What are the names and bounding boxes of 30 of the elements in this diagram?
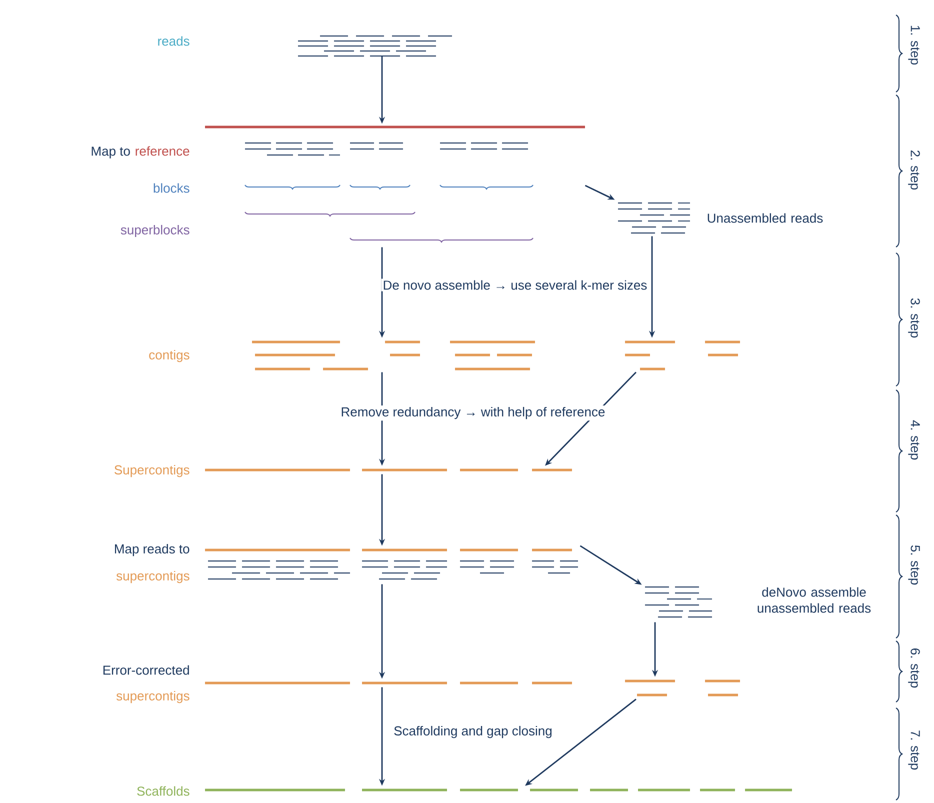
sequence-drawing bbox=[252, 340, 535, 370]
step-label: 2. step bbox=[908, 150, 920, 190]
row-label: supercontigs bbox=[116, 570, 190, 584]
sequence-drawing bbox=[205, 468, 572, 472]
sequence-drawing bbox=[205, 548, 578, 580]
step-label: 5. step bbox=[908, 545, 920, 585]
sequence-drawing bbox=[618, 202, 690, 234]
row-label: supercontigs bbox=[116, 690, 190, 704]
step-label: 6. step bbox=[908, 648, 920, 688]
row-label: superblocks bbox=[120, 224, 190, 238]
step-label: 3. step bbox=[908, 298, 920, 338]
sequence-drawing bbox=[644, 586, 712, 618]
sequence-drawing bbox=[298, 36, 452, 56]
sequence-drawing bbox=[625, 340, 740, 370]
row-label: blocks bbox=[154, 183, 190, 193]
step-label: 4. step bbox=[908, 420, 920, 460]
step-label: 1. step bbox=[908, 26, 920, 65]
node-label: deNovo assemble unassembled reads bbox=[758, 587, 871, 613]
sequence-drawing bbox=[205, 126, 585, 242]
sequence-drawing bbox=[625, 680, 740, 696]
edge-label: Scaffolding and gap closing bbox=[392, 724, 554, 740]
edge-label: De novo assemble → use several k-mer sizes bbox=[381, 278, 649, 292]
sequence-drawing bbox=[205, 682, 572, 684]
step-label: 7. step bbox=[908, 730, 920, 770]
row-label: Map to bbox=[92, 146, 130, 158]
row-label: reads bbox=[158, 36, 190, 46]
edge-label: Remove redundancy → with help of reference bbox=[339, 405, 607, 421]
sequence-drawing bbox=[205, 788, 792, 792]
node-label: Unassembled reads bbox=[708, 213, 823, 223]
row-label: contigs bbox=[149, 350, 190, 362]
